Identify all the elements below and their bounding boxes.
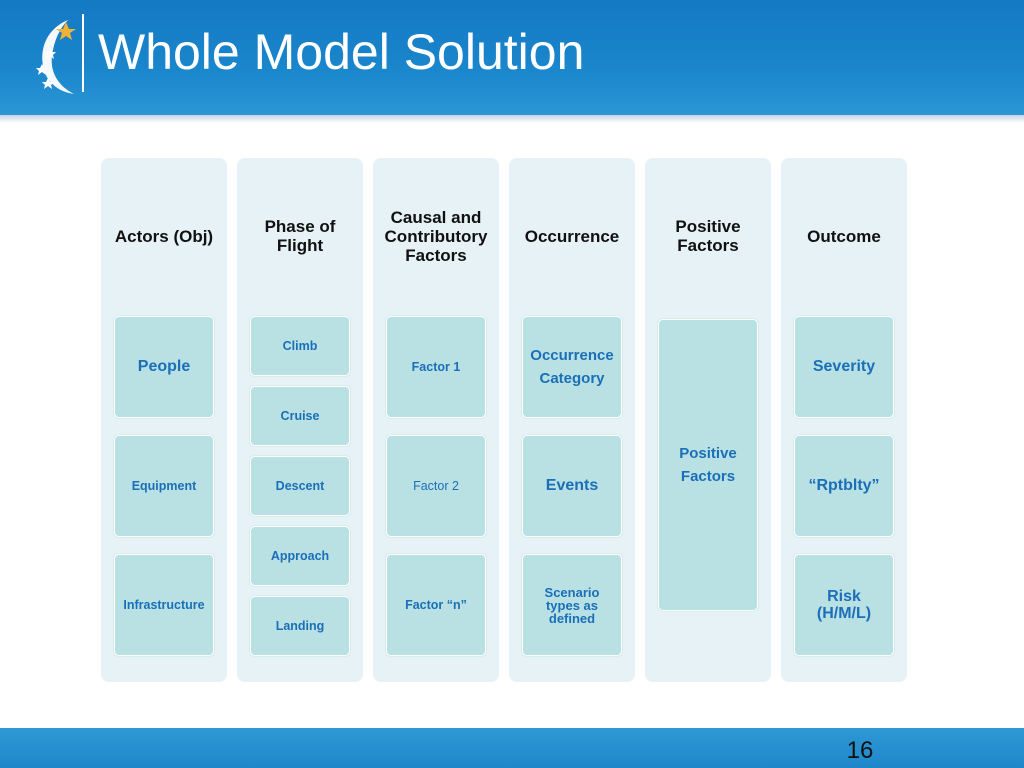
- cell-events: Events: [522, 435, 622, 537]
- cell-infrastructure: Infrastructure: [114, 554, 214, 656]
- column-header: Causal and Contributory Factors: [384, 207, 488, 265]
- cell-cruise: Cruise: [250, 386, 350, 446]
- column-header: Occurrence: [524, 226, 620, 246]
- page-number: 16: [846, 737, 874, 764]
- cell-people: People: [114, 316, 214, 418]
- cell-climb: Climb: [250, 316, 350, 376]
- column-actors: Actors (Obj) People Equipment Infrastruc…: [101, 158, 227, 682]
- cell-equipment: Equipment: [114, 435, 214, 537]
- column-header: Positive Factors: [675, 217, 741, 255]
- column-header: Outcome: [807, 226, 881, 246]
- cell-descent: Descent: [250, 456, 350, 516]
- column-occurrence: Occurrence Occurrence Category Events Sc…: [509, 158, 635, 682]
- column-phase-of-flight: Phase of Flight Climb Cruise Descent App…: [237, 158, 363, 682]
- cell-approach: Approach: [250, 526, 350, 586]
- cell-positive-factors: Positive Factors: [658, 319, 758, 611]
- stars-logo-icon: [36, 20, 76, 94]
- cell-scenario-types: Scenario types as defined: [522, 554, 622, 656]
- column-outcome: Outcome Severity “Rptblty” Risk (H/M/L): [781, 158, 907, 682]
- column-header: Phase of Flight: [264, 217, 336, 255]
- cell-landing: Landing: [250, 596, 350, 656]
- column-positive-factors: Positive Factors Positive Factors: [645, 158, 771, 682]
- title-bar-shadow: [0, 115, 1024, 123]
- cell-repeatability: “Rptblty”: [794, 435, 894, 537]
- cell-factor-n: Factor “n”: [386, 554, 486, 656]
- cell-factor-1: Factor 1: [386, 316, 486, 418]
- footer-bar: [0, 728, 1024, 768]
- cell-severity: Severity: [794, 316, 894, 418]
- column-header: Actors (Obj): [114, 226, 214, 246]
- logo-divider: [82, 14, 84, 92]
- cell-factor-2: Factor 2: [386, 435, 486, 537]
- cell-risk: Risk (H/M/L): [794, 554, 894, 656]
- title-bar: [0, 0, 1024, 115]
- column-causal-factors: Causal and Contributory Factors Factor 1…: [373, 158, 499, 682]
- slide-title: Whole Model Solution: [98, 24, 585, 80]
- cell-occurrence-category: Occurrence Category: [522, 316, 622, 418]
